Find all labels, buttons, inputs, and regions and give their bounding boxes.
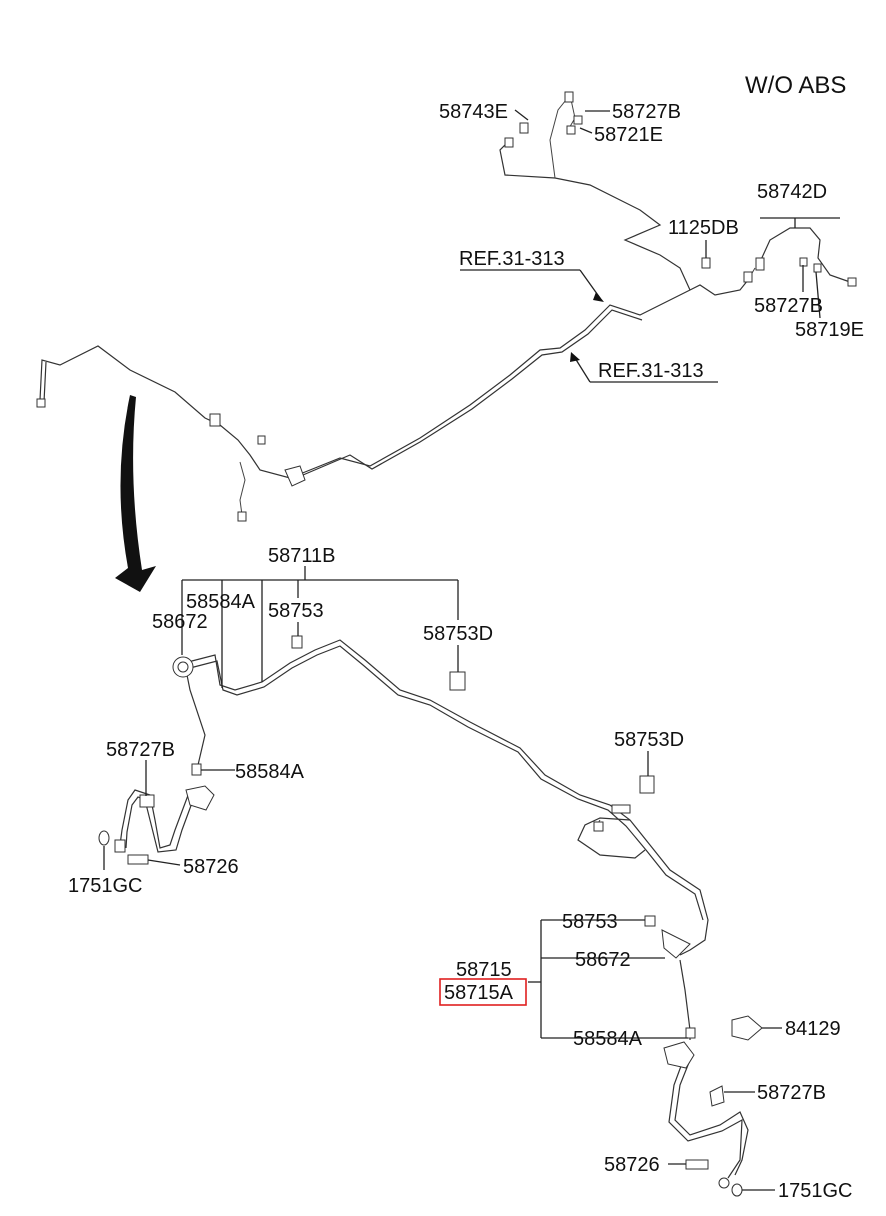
- fitting-icon: [611, 804, 631, 814]
- part-label-58726-right[interactable]: 58726: [604, 1154, 660, 1176]
- part-label-58715[interactable]: 58715: [456, 959, 512, 981]
- part-label-58727B-top-right[interactable]: 58727B: [754, 295, 823, 317]
- grommet-icon: [177, 661, 189, 673]
- variant-label: W/O ABS: [745, 72, 846, 99]
- bolt-icon: [701, 257, 711, 269]
- clip-icon: [291, 635, 303, 649]
- fitting-icon: [257, 435, 266, 445]
- zoom-arrow-icon: [115, 395, 156, 592]
- fitting-icon: [743, 271, 753, 283]
- part-label-58711B[interactable]: 58711B: [268, 545, 335, 567]
- part-label-58753D-main[interactable]: 58753D: [423, 623, 493, 645]
- part-label-58719E[interactable]: 58719E: [795, 319, 864, 341]
- fitting-icon: [685, 1027, 696, 1039]
- clip-icon: [644, 915, 656, 927]
- part-label-58753-group[interactable]: 58753: [562, 911, 618, 933]
- part-label-1751GC-right[interactable]: 1751GC: [778, 1180, 853, 1202]
- fitting-icon: [237, 511, 247, 522]
- clip-icon: [709, 1085, 725, 1107]
- part-label-58727B-top[interactable]: 58727B: [612, 101, 681, 123]
- washer-icon: [98, 830, 110, 846]
- bracket-icon: [663, 1041, 695, 1069]
- part-label-58742D[interactable]: 58742D: [757, 181, 827, 203]
- ref-label-1[interactable]: REF.31-313: [459, 248, 565, 270]
- fitting-icon: [191, 763, 202, 776]
- top-leaders: [460, 109, 840, 383]
- part-label-58584A-left[interactable]: 58584A: [235, 761, 305, 783]
- clip-icon: [449, 671, 466, 691]
- grommet-icon: [731, 1015, 763, 1041]
- part-label-58743E[interactable]: 58743E: [439, 101, 508, 123]
- part-label-1125DB[interactable]: 1125DB: [668, 217, 739, 239]
- part-label-1751GC-left[interactable]: 1751GC: [68, 875, 143, 897]
- part-label-58672-main[interactable]: 58672: [152, 611, 208, 633]
- part-label-58584A-group[interactable]: 58584A: [573, 1028, 643, 1050]
- part-label-58727B-left[interactable]: 58727B: [106, 739, 175, 761]
- bracket-icon: [185, 785, 215, 811]
- part-label-58753D-right[interactable]: 58753D: [614, 729, 684, 751]
- upper-brake-tube-route: [39, 93, 851, 516]
- clip-icon: [799, 257, 808, 267]
- part-label-58726-left[interactable]: 58726: [183, 856, 239, 878]
- fitting-icon: [566, 125, 576, 135]
- fitting-icon: [718, 1177, 730, 1189]
- fitting-icon: [593, 821, 604, 832]
- fitting-icon: [813, 263, 822, 273]
- part-label-58753-main[interactable]: 58753: [268, 600, 324, 622]
- ref-label-2[interactable]: REF.31-313: [598, 360, 704, 382]
- bolt-icon: [685, 1159, 709, 1170]
- fitting-icon: [114, 839, 126, 853]
- clip-icon: [639, 775, 655, 794]
- highlight-box-58715A: [439, 978, 527, 1006]
- part-label-58584A-main[interactable]: 58584A: [186, 591, 256, 613]
- fitting-icon: [564, 91, 574, 103]
- bolt-icon: [127, 854, 149, 865]
- part-label-58672-group[interactable]: 58672: [575, 949, 631, 971]
- clip-icon: [573, 115, 583, 125]
- fitting-icon: [519, 122, 529, 134]
- part-label-58727B-right[interactable]: 58727B: [757, 1082, 826, 1104]
- detail-brake-tube-route: [119, 639, 749, 1179]
- fitting-icon: [847, 277, 857, 287]
- washer-icon: [731, 1183, 743, 1197]
- fitting-icon: [755, 257, 765, 271]
- bracket-icon: [284, 465, 306, 487]
- fitting-icon: [504, 137, 514, 148]
- fitting-icon: [209, 413, 221, 427]
- clip-icon: [139, 794, 155, 808]
- fitting-icon: [36, 398, 46, 408]
- part-label-58721E[interactable]: 58721E: [594, 124, 663, 146]
- detail-leaders: [103, 566, 782, 1191]
- bracket-icon: [661, 929, 691, 959]
- part-label-58715A[interactable]: 58715A: [444, 982, 514, 1004]
- part-label-84129[interactable]: 84129: [785, 1018, 841, 1040]
